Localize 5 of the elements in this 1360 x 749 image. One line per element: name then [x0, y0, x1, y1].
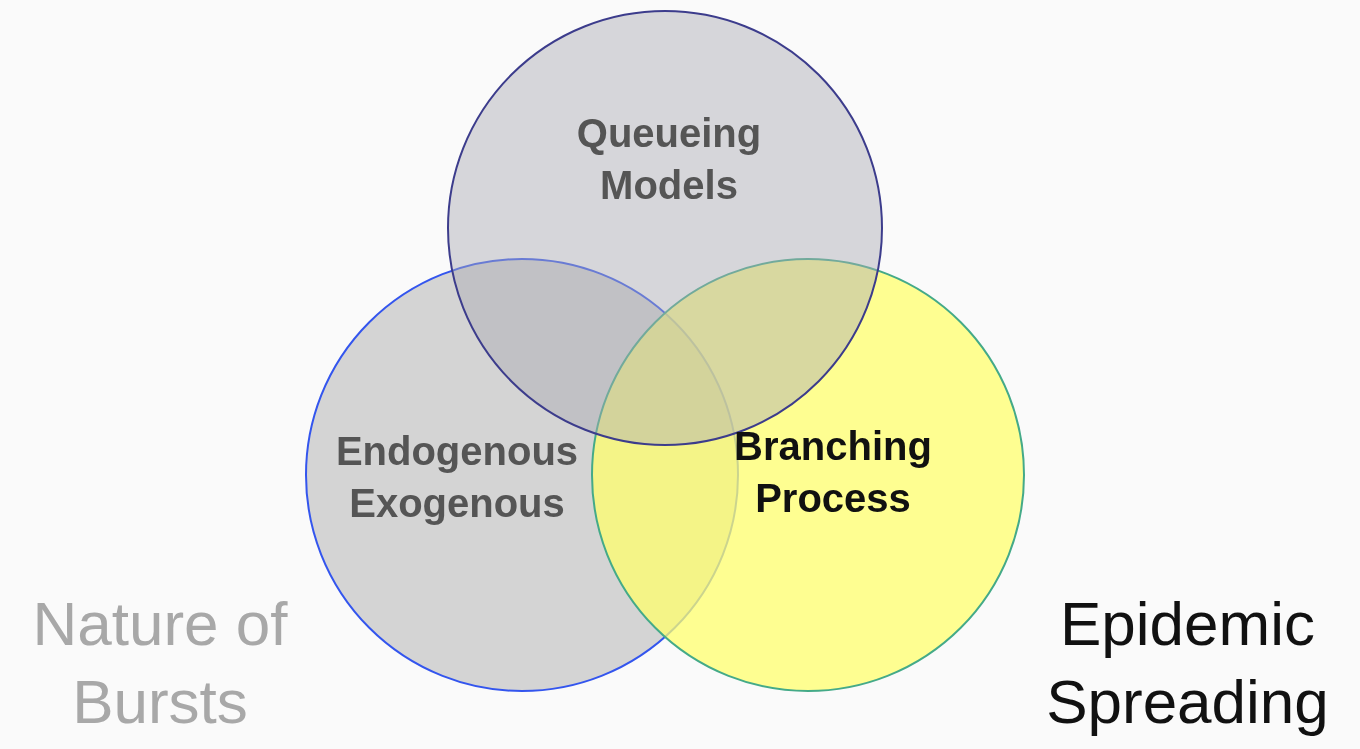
set-caption: Nature of Bursts [31, 588, 289, 738]
circle-label: Queueing Models [575, 110, 763, 209]
circle-label: Branching Process [733, 423, 933, 522]
set-caption: Epidemic Spreading [1045, 588, 1330, 738]
circle-label: Endogenous Exogenous [334, 428, 580, 527]
